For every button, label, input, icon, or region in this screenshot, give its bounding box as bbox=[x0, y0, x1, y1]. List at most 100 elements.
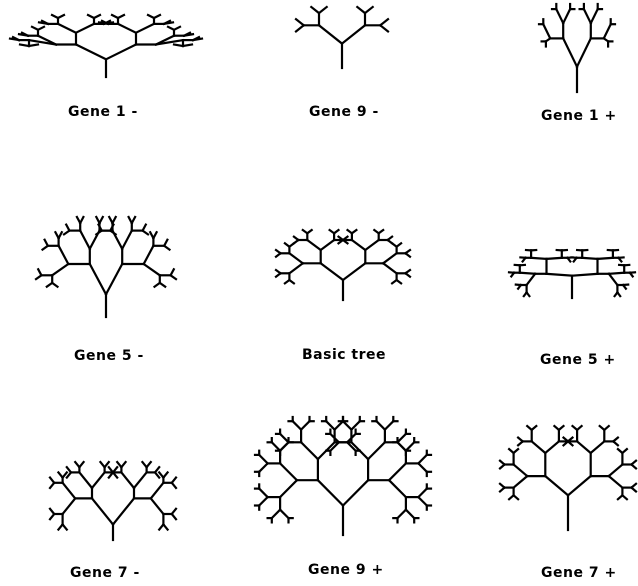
branch-segment bbox=[50, 281, 60, 289]
caption-gene5-minus: Gene 5 - bbox=[74, 348, 144, 364]
branch-segment bbox=[341, 419, 353, 432]
branch-segment bbox=[387, 461, 408, 482]
branch-segment bbox=[162, 19, 172, 26]
branch-segment bbox=[104, 43, 138, 61]
branch-segment bbox=[116, 22, 138, 35]
branch-segment bbox=[142, 244, 155, 266]
branch-segment bbox=[575, 439, 593, 455]
caption-basic-tree: Basic tree bbox=[302, 347, 387, 363]
branch-segment bbox=[108, 223, 115, 233]
branch-segment bbox=[350, 238, 367, 252]
branch-segment bbox=[381, 251, 399, 265]
branch-segment bbox=[27, 38, 58, 46]
branch-segment bbox=[570, 424, 579, 432]
branch-segment bbox=[607, 474, 624, 490]
branch-segment bbox=[512, 474, 529, 490]
branch-segment bbox=[543, 439, 561, 455]
branch-segment bbox=[78, 229, 92, 251]
branch-segment bbox=[629, 459, 638, 467]
branch-segment bbox=[545, 256, 563, 261]
branch-segment bbox=[328, 440, 341, 453]
branch-segment bbox=[561, 7, 572, 25]
branch-segment bbox=[274, 271, 283, 279]
caption-gene7-minus: Gene 7 - bbox=[70, 565, 140, 581]
branch-segment bbox=[291, 419, 303, 432]
branch-segment bbox=[278, 440, 291, 453]
branch-segment bbox=[589, 439, 606, 455]
branch-segment bbox=[56, 22, 78, 35]
branch-segment bbox=[74, 43, 108, 61]
branch-segment bbox=[516, 283, 523, 291]
branch-segment bbox=[283, 241, 291, 249]
branch-segment bbox=[575, 36, 593, 69]
branch-segment bbox=[146, 13, 156, 20]
branch-segment bbox=[37, 21, 50, 26]
branch-segment bbox=[257, 453, 270, 465]
branch-segment bbox=[191, 35, 201, 42]
branch-segment bbox=[74, 22, 96, 35]
branch-segment bbox=[324, 419, 337, 432]
branch-segment bbox=[50, 262, 70, 277]
branch-segment bbox=[301, 228, 309, 235]
branch-segment bbox=[554, 7, 565, 25]
branch-segment bbox=[141, 223, 148, 233]
branch-segment bbox=[611, 436, 620, 443]
branch-segment bbox=[507, 447, 516, 455]
branch-segment bbox=[88, 262, 108, 296]
branch-segment bbox=[589, 7, 600, 25]
branch-segment bbox=[518, 271, 537, 275]
branch-segment bbox=[64, 223, 71, 233]
branch-segment bbox=[319, 238, 336, 252]
branch-segment bbox=[607, 272, 619, 287]
branch-segment bbox=[294, 17, 306, 27]
branch-segment bbox=[148, 230, 155, 240]
branch-segment bbox=[36, 267, 43, 277]
branch-segment bbox=[154, 38, 185, 46]
branch-segment bbox=[395, 432, 408, 444]
branch-segment bbox=[345, 440, 358, 453]
branch-segment bbox=[355, 5, 367, 15]
branch-segment bbox=[387, 478, 408, 499]
branch-segment bbox=[57, 244, 70, 266]
branch-segment bbox=[48, 512, 56, 521]
branch-segment bbox=[270, 440, 282, 453]
branch-segment bbox=[111, 465, 119, 474]
branch-segment bbox=[158, 281, 167, 289]
branch-segment bbox=[115, 460, 123, 469]
branch-segment bbox=[299, 419, 312, 432]
caption-gene9-minus: Gene 9 - bbox=[309, 104, 379, 120]
branch-segment bbox=[378, 17, 390, 27]
branch-segment bbox=[149, 496, 165, 516]
branch-segment bbox=[119, 470, 136, 490]
branch-segment bbox=[629, 482, 638, 490]
branch-segment bbox=[317, 5, 329, 15]
branch-segment bbox=[110, 13, 120, 20]
branch-segment bbox=[395, 278, 403, 285]
branch-segment bbox=[345, 228, 354, 235]
branch-segment bbox=[157, 470, 165, 480]
caption-gene9-plus: Gene 9 + bbox=[308, 562, 384, 578]
branch-segment bbox=[299, 440, 320, 461]
branch-segment bbox=[53, 230, 61, 240]
branch-segment bbox=[581, 256, 599, 261]
branch-segment bbox=[181, 43, 194, 48]
branch-segment bbox=[529, 256, 548, 261]
branch-segment bbox=[278, 461, 299, 482]
branch-segment bbox=[341, 261, 367, 282]
branch-segment bbox=[73, 460, 81, 469]
branch-segment bbox=[75, 215, 82, 225]
branch-segment bbox=[366, 440, 387, 461]
branch-segment bbox=[566, 436, 575, 443]
branch-segment bbox=[50, 13, 60, 20]
branch-segment bbox=[18, 43, 31, 48]
branch-segment bbox=[498, 486, 507, 494]
branch-segment bbox=[525, 290, 531, 298]
branch-segment bbox=[381, 261, 399, 275]
branch-segment bbox=[48, 481, 56, 490]
branch-segment bbox=[287, 261, 305, 275]
